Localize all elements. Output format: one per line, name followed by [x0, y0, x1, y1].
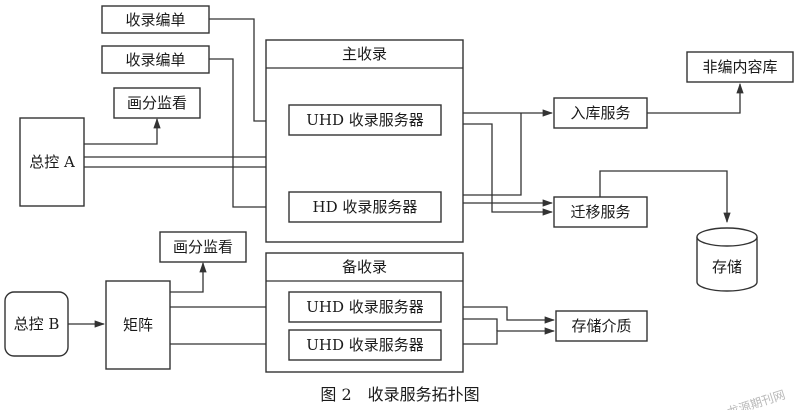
control-a: 总控 A: [19, 117, 85, 207]
uhd-backup-server-2-label: UHD 收录服务器: [306, 336, 424, 354]
nonlinear-library: 非编内容库: [686, 51, 794, 83]
record-list-2-label: 收录编单: [125, 51, 185, 69]
record-list-1-label: 收录编单: [125, 11, 185, 29]
control-b-label: 总控 B: [14, 315, 60, 333]
edge-matrix-to-monitor-b: [170, 261, 207, 293]
monitor-a: 画分监看: [113, 87, 201, 119]
storage-cylinder: 存储: [696, 227, 758, 292]
edge-uhd-main-to-migrate: [441, 123, 554, 216]
record-list-2: 收录编单: [101, 45, 210, 74]
monitor-b-label: 画分监看: [173, 238, 233, 256]
uhd-backup-server-1-label: UHD 收录服务器: [306, 298, 424, 316]
control-a-label: 总控 A: [29, 153, 75, 171]
ingest-service: 入库服务: [553, 97, 648, 129]
edge-control-a-to-monitor-a: [84, 117, 161, 145]
record-list-1: 收录编单: [101, 5, 210, 34]
monitor-a-label: 画分监看: [127, 94, 187, 112]
migrate-service: 迁移服务: [553, 196, 648, 228]
uhd-backup-server-1: UHD 收录服务器: [288, 291, 442, 323]
nonlinear-library-label: 非编内容库: [702, 58, 777, 76]
migrate-service-label: 迁移服务: [570, 203, 630, 221]
uhd-main-server: UHD 收录服务器: [288, 104, 442, 136]
uhd-main-server-label: UHD 收录服务器: [306, 111, 424, 129]
edge-uhd-backup-1-to-media: [441, 306, 556, 324]
edge-uhd-backup-2-to-media: [441, 327, 556, 345]
watermark-logo: 龙源期刊网: [726, 388, 787, 410]
hd-main-server-label: HD 收录服务器: [313, 198, 418, 216]
edge-hd-main-to-ingest: [441, 113, 522, 196]
monitor-b: 画分监看: [159, 231, 247, 263]
main-record-title: 主收录: [342, 45, 387, 63]
storage-label: 存储: [712, 258, 742, 276]
storage-media-label: 存储介质: [571, 317, 631, 335]
storage-media: 存储介质: [555, 310, 648, 342]
figure-caption: 图 2 收录服务拓扑图: [320, 385, 479, 404]
edge-migrate-to-storage: [599, 170, 731, 224]
ingest-service-label: 入库服务: [570, 104, 630, 122]
backup-record-title: 备收录: [342, 258, 387, 276]
edge-list2-to-hd-main: [209, 58, 289, 211]
edge-ingest-to-library: [647, 82, 744, 114]
control-b: 总控 B: [4, 291, 69, 357]
uhd-backup-server-2: UHD 收录服务器: [288, 329, 442, 361]
matrix: 矩阵: [105, 280, 171, 370]
hd-main-server: HD 收录服务器: [288, 191, 442, 223]
matrix-label: 矩阵: [123, 316, 153, 334]
